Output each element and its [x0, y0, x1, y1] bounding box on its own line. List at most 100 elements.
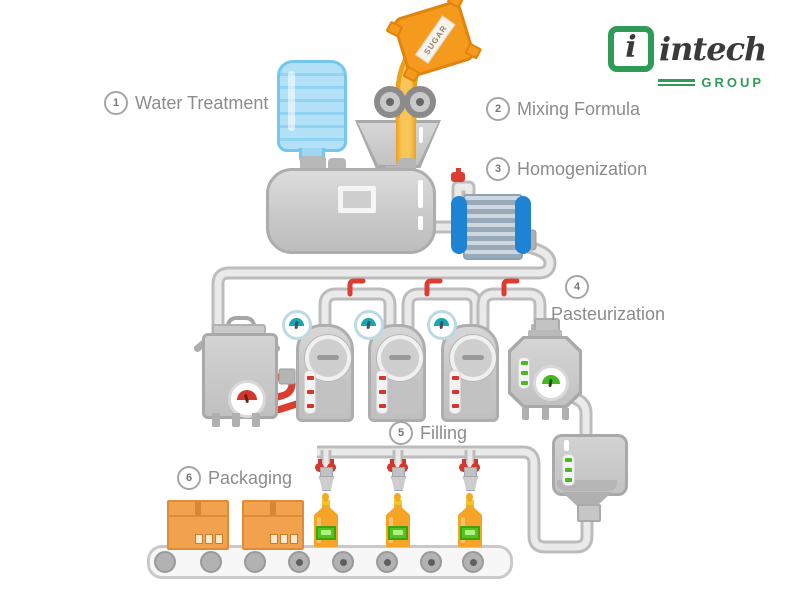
gauge-needle — [548, 378, 553, 388]
homogenizer-coil — [463, 194, 523, 260]
box-flap — [195, 502, 201, 515]
intech-group-logo: i intech GROUP — [608, 26, 767, 90]
step-number: 4 — [565, 275, 589, 299]
step-filling: 5 Filling — [389, 421, 467, 445]
hopper-funnel — [562, 492, 612, 506]
homogenizer-cap-right — [515, 196, 531, 254]
level-indicator — [376, 370, 388, 414]
temperature-gauge-green — [533, 365, 569, 401]
step-number: 6 — [177, 466, 201, 490]
valve-knob-red — [459, 463, 468, 472]
pot-leg — [212, 413, 220, 427]
step-number: 5 — [389, 421, 413, 445]
pot-leg — [232, 413, 240, 427]
hopper-shading — [557, 480, 617, 491]
step-label: Water Treatment — [135, 92, 269, 113]
liquid-drop — [466, 493, 473, 502]
water-bottle-stand — [300, 156, 326, 170]
bottle — [386, 500, 410, 547]
storage-tank-3 — [427, 310, 499, 422]
step-label: Homogenization — [517, 158, 648, 179]
conveyor-roller — [462, 551, 484, 573]
step-number: 1 — [104, 91, 128, 115]
conveyor-roller — [200, 551, 222, 573]
nozzle-body — [463, 476, 478, 491]
logo-underline — [658, 79, 696, 86]
level-indicator-green — [518, 357, 530, 389]
bottle-cap — [466, 500, 474, 505]
step-number: 3 — [486, 157, 510, 181]
gauge-needle — [366, 320, 371, 330]
filling-nozzle — [459, 459, 481, 505]
tank-highlight — [418, 180, 423, 208]
red-valve-icons — [347, 168, 520, 297]
box-crease — [169, 515, 227, 517]
filler-hopper — [552, 434, 628, 522]
homogenizer-heat-exchanger — [451, 194, 531, 260]
water-bottle-body — [277, 60, 347, 152]
bottle-label-inner — [465, 530, 475, 535]
water-bottle — [277, 60, 347, 163]
liquid-drop — [322, 493, 329, 502]
pipe-arch-tank2-tank3 — [401, 287, 483, 333]
bottle-label — [460, 526, 480, 540]
nozzle-body — [319, 476, 334, 491]
temperature-gauge-teal — [354, 310, 384, 340]
gauge-needle — [294, 320, 299, 330]
filling-nozzle — [315, 459, 337, 505]
leg — [522, 408, 529, 420]
step-label: Pasteurization — [551, 304, 666, 324]
cardboard-box — [167, 500, 229, 550]
homogenizer-cap-left — [451, 196, 467, 254]
intech-logo-icon: i — [608, 26, 654, 72]
brand-name: intech — [659, 30, 767, 68]
conveyor-roller — [154, 551, 176, 573]
step-label: Filling — [420, 422, 468, 443]
water-bottle-gloss — [288, 71, 295, 131]
mixing-tank-body — [266, 168, 436, 254]
conveyor-belt — [147, 545, 513, 579]
bottle — [458, 500, 482, 547]
leg — [542, 408, 549, 420]
manhole-slot — [462, 355, 484, 360]
bottle-label-inner — [393, 530, 403, 535]
bottle — [314, 500, 338, 547]
bottle-label — [316, 526, 336, 540]
step-packaging: 6 Packaging — [177, 466, 292, 490]
cardboard-box — [242, 500, 304, 550]
brand-group: GROUP — [701, 75, 764, 90]
valve-knob-red — [387, 463, 396, 472]
funnel-highlight — [419, 127, 423, 143]
pasteurizer-tank — [508, 318, 582, 422]
step-homogenization: 3 Homogenization — [486, 157, 647, 181]
conveyor-roller — [376, 551, 398, 573]
manhole-slot — [389, 355, 411, 360]
leg — [562, 408, 569, 420]
storage-tank-1 — [282, 310, 354, 422]
valve-knob-red — [315, 463, 324, 472]
level-indicator-green — [562, 454, 575, 486]
temperature-gauge-teal — [427, 310, 457, 340]
mixing-tank-window — [338, 186, 376, 213]
mixing-tank — [266, 158, 436, 254]
step-number: 2 — [486, 97, 510, 121]
feed-roller-right — [404, 86, 436, 118]
temperature-gauge-red — [228, 380, 266, 418]
conveyor-roller — [244, 551, 266, 573]
bottle-label-inner — [321, 530, 331, 535]
bottle-cap — [322, 500, 330, 505]
step-pasteurization: 4 Pasteurization — [551, 275, 665, 325]
pot-leg — [252, 413, 260, 427]
manhole-slot — [317, 355, 339, 360]
level-indicator — [304, 370, 316, 414]
box-shipping-marks — [195, 534, 223, 544]
tank-lug — [328, 158, 346, 170]
step-mixing-formula: 2 Mixing Formula — [486, 97, 640, 121]
pasteurizer-neck-base — [528, 330, 562, 338]
storage-tank-2 — [354, 310, 426, 422]
conveyor-roller — [288, 551, 310, 573]
tank-lug — [398, 158, 416, 170]
filling-nozzle — [387, 459, 409, 505]
hopper-highlight — [564, 440, 569, 451]
pipe-homogenizer-to-pot — [211, 240, 557, 334]
